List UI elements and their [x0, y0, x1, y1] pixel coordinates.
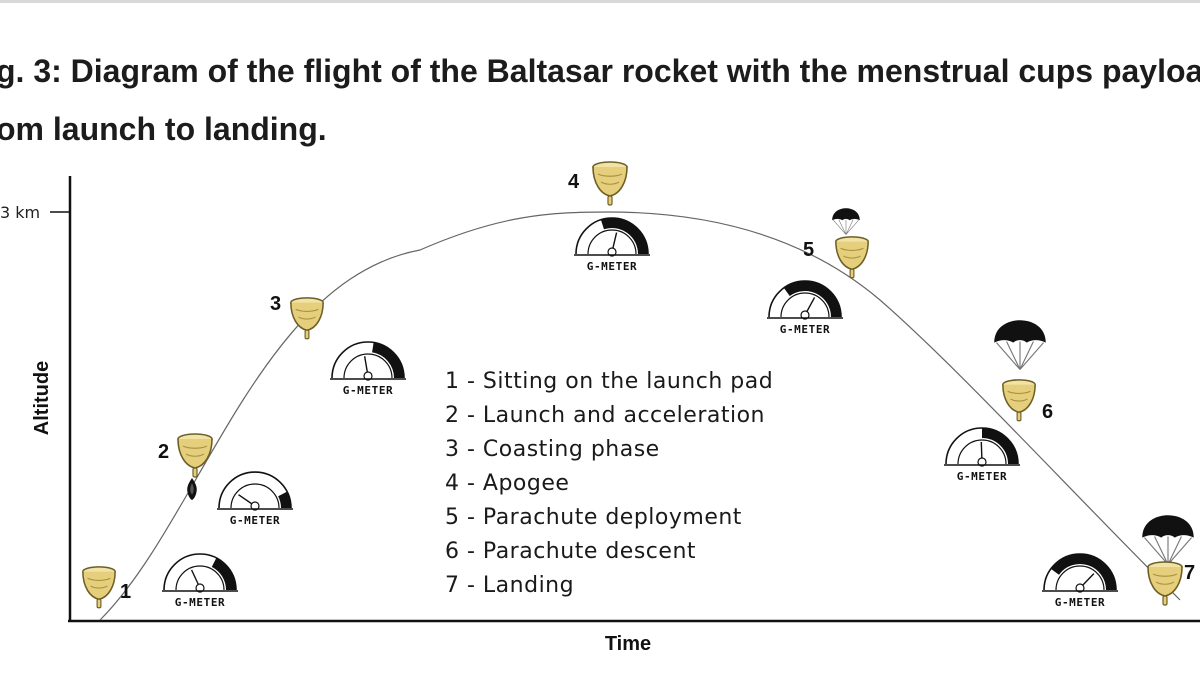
g-meter-level-band: [1050, 554, 1116, 591]
stage-number-label: 3: [270, 293, 281, 315]
legend-item-5: 5 - Parachute deployment: [445, 505, 742, 530]
caption-line-2: om launch to landing.: [0, 111, 327, 147]
legend-item-4: 4 - Apogee: [445, 471, 569, 496]
stage-number-label: 4: [568, 171, 580, 193]
stage-number-label: 1: [120, 581, 131, 603]
top-divider: [0, 0, 1200, 3]
g-meter: G-METER: [944, 427, 1020, 483]
g-meter-hub: [363, 371, 373, 381]
parachute-icon: [1141, 515, 1195, 566]
g-meter-inner-arc: [1055, 565, 1105, 591]
g-meter-inner-arc: [780, 292, 830, 318]
g-meter-label: G-METER: [780, 323, 831, 336]
gmeter-layer: G-METER G-METER G-METER G-METER G-METER G-MET…: [162, 217, 1118, 609]
g-meter-level-band: [783, 281, 841, 318]
g-meter-hub: [195, 583, 205, 593]
axes: 3 km Altitude Time: [0, 176, 1200, 655]
y-axis-label: Altitude: [31, 361, 53, 435]
g-meter-label: G-METER: [587, 260, 638, 273]
g-meter-label: G-METER: [230, 514, 281, 527]
g-meter-label: G-METER: [1055, 596, 1106, 609]
g-meter-hub: [800, 310, 810, 320]
stage-layer: 1 2 3 4 5 6 7: [82, 161, 1195, 609]
stage-number-label: 2: [158, 441, 169, 463]
g-meter-inner-arc: [343, 353, 393, 379]
cup-icon: [1002, 379, 1036, 422]
g-meter-inner-arc: [957, 439, 1007, 465]
g-meter-level-band: [371, 342, 404, 379]
stage-number-label: 5: [803, 239, 814, 261]
g-meter-level-band: [981, 428, 1018, 465]
cup-icon: [177, 433, 213, 478]
g-meter-label: G-METER: [175, 596, 226, 609]
legend-item-1: 1 - Sitting on the launch pad: [445, 369, 773, 394]
g-meter: G-METER: [1042, 553, 1118, 609]
legend-item-7: 7 - Landing: [445, 573, 574, 598]
g-meter-inner-arc: [175, 565, 225, 591]
g-meter-hub: [977, 457, 987, 467]
stage-number-label: 6: [1042, 401, 1053, 423]
figure-caption: g. 3: Diagram of the flight of the Balta…: [0, 42, 1200, 158]
g-meter-hub: [250, 501, 260, 511]
g-meter: G-METER: [162, 553, 238, 609]
g-meter-inner-arc: [587, 229, 637, 255]
g-meter: G-METER: [574, 217, 650, 273]
cup-icon: [592, 161, 628, 206]
g-meter-hub: [1075, 583, 1085, 593]
caption-line-1: g. 3: Diagram of the flight of the Balta…: [0, 53, 1200, 89]
g-meter: G-METER: [767, 280, 843, 336]
cup-icon: [1147, 561, 1183, 606]
cup-icon: [82, 566, 116, 609]
legend-item-2: 2 - Launch and acceleration: [445, 403, 765, 428]
cup-icon: [290, 297, 324, 340]
g-meter-hub: [607, 247, 617, 257]
g-meter-level-band: [211, 557, 236, 591]
x-axis-label: Time: [605, 633, 651, 655]
flight-trajectory: [99, 211, 1181, 621]
legend-item-3: 3 - Coasting phase: [445, 437, 660, 462]
g-meter-level-band: [278, 491, 291, 509]
legend: 1 - Sitting on the launch pad 2 - Launch…: [445, 369, 773, 598]
legend-item-6: 6 - Parachute descent: [445, 539, 696, 564]
g-meter: G-METER: [330, 341, 406, 397]
parachute-icon: [831, 208, 861, 235]
g-meter-label: G-METER: [343, 384, 394, 397]
g-meter-level-band: [600, 218, 648, 255]
g-meter: G-METER: [217, 471, 293, 527]
parachute-icon: [993, 320, 1047, 371]
stage-number-label: 7: [1184, 562, 1195, 584]
g-meter-label: G-METER: [957, 470, 1008, 483]
y-tick-label: 3 km: [0, 203, 40, 222]
g-meter-inner-arc: [230, 483, 280, 509]
